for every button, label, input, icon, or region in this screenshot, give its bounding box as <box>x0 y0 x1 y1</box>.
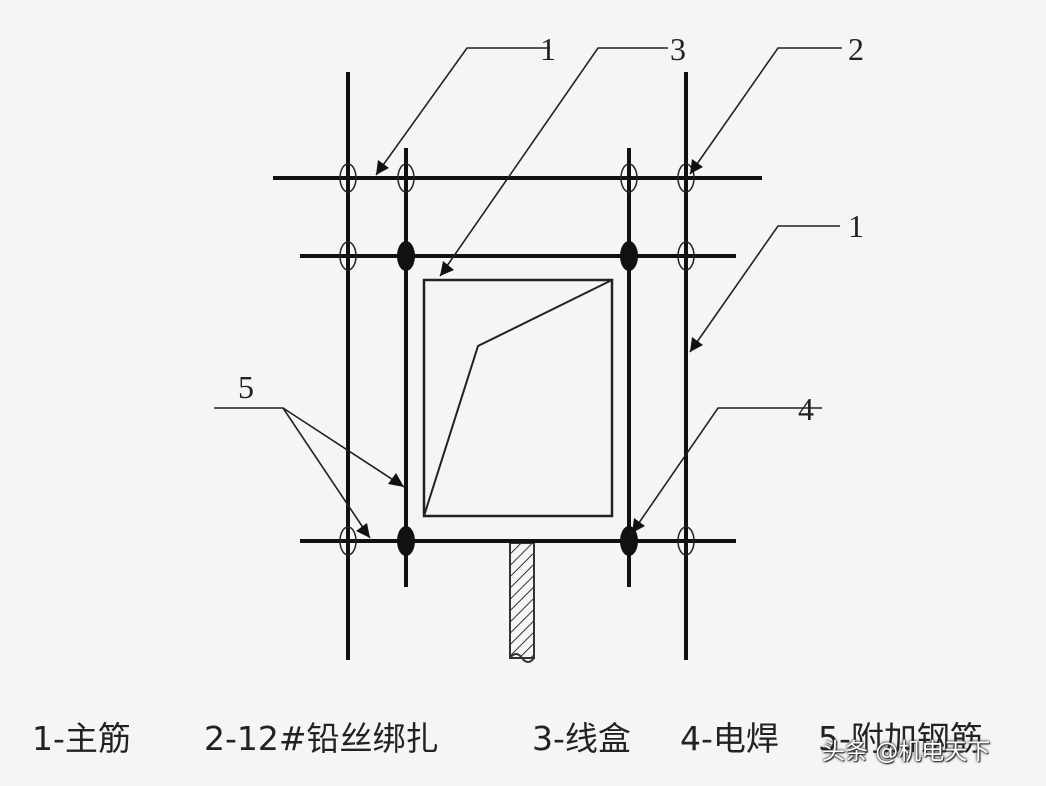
conduit-pipe <box>509 542 535 659</box>
arrowhead <box>440 261 454 276</box>
wire-tie <box>620 163 638 193</box>
wire-tie <box>677 163 695 193</box>
callout-label-4: 4 <box>798 391 814 427</box>
arrowhead <box>632 518 645 533</box>
weld-point <box>397 526 415 556</box>
callout-label-5: 5 <box>238 369 254 405</box>
wire-tie <box>397 163 415 193</box>
leader-3 <box>439 47 668 277</box>
junction-box <box>422 278 614 518</box>
leader-1-right <box>689 225 840 353</box>
callout-label-1-right: 1 <box>848 208 864 244</box>
wire-tie <box>677 241 695 271</box>
arrowhead <box>376 160 389 175</box>
leader-lines <box>214 47 842 539</box>
wire-tie <box>339 241 357 271</box>
wire-tie <box>339 526 357 556</box>
watermark: 头条 @机电天下 <box>822 739 991 765</box>
callout-label-2: 2 <box>848 31 864 67</box>
legend: 1-主筋 2-12#铅丝绑扎 3-线盒 4-电焊 5-附加钢筋 <box>32 712 1032 772</box>
leader-4 <box>631 407 822 534</box>
wire-tie <box>677 526 695 556</box>
conduit-break <box>509 653 535 663</box>
arrowhead <box>690 159 703 174</box>
wire-ties <box>339 163 695 556</box>
weld-point <box>620 526 638 556</box>
weld-point <box>397 241 415 271</box>
arrowhead <box>356 523 370 538</box>
leader-2 <box>689 47 842 175</box>
legend-item-wire-tie: 2-12#铅丝绑扎 <box>204 719 439 758</box>
callout-label-1-top: 1 <box>540 31 556 67</box>
weld-point <box>620 241 638 271</box>
leader-5-branch <box>282 407 371 539</box>
weld-points <box>397 241 638 556</box>
legend-item-main-bar: 1-主筋 <box>32 719 131 758</box>
legend-item-additional-bar: 5-附加钢筋 <box>818 719 983 758</box>
legend-item-weld: 4-电焊 <box>680 719 779 758</box>
leader-1-top <box>375 47 550 176</box>
legend-item-junction-box: 3-线盒 <box>532 719 631 758</box>
arrowhead <box>690 337 703 352</box>
wire-tie <box>339 163 357 193</box>
junction-box-diagonal <box>423 279 613 517</box>
leader-arrowheads <box>356 159 703 538</box>
callout-label-3: 3 <box>670 31 686 67</box>
arrowhead <box>388 473 404 487</box>
